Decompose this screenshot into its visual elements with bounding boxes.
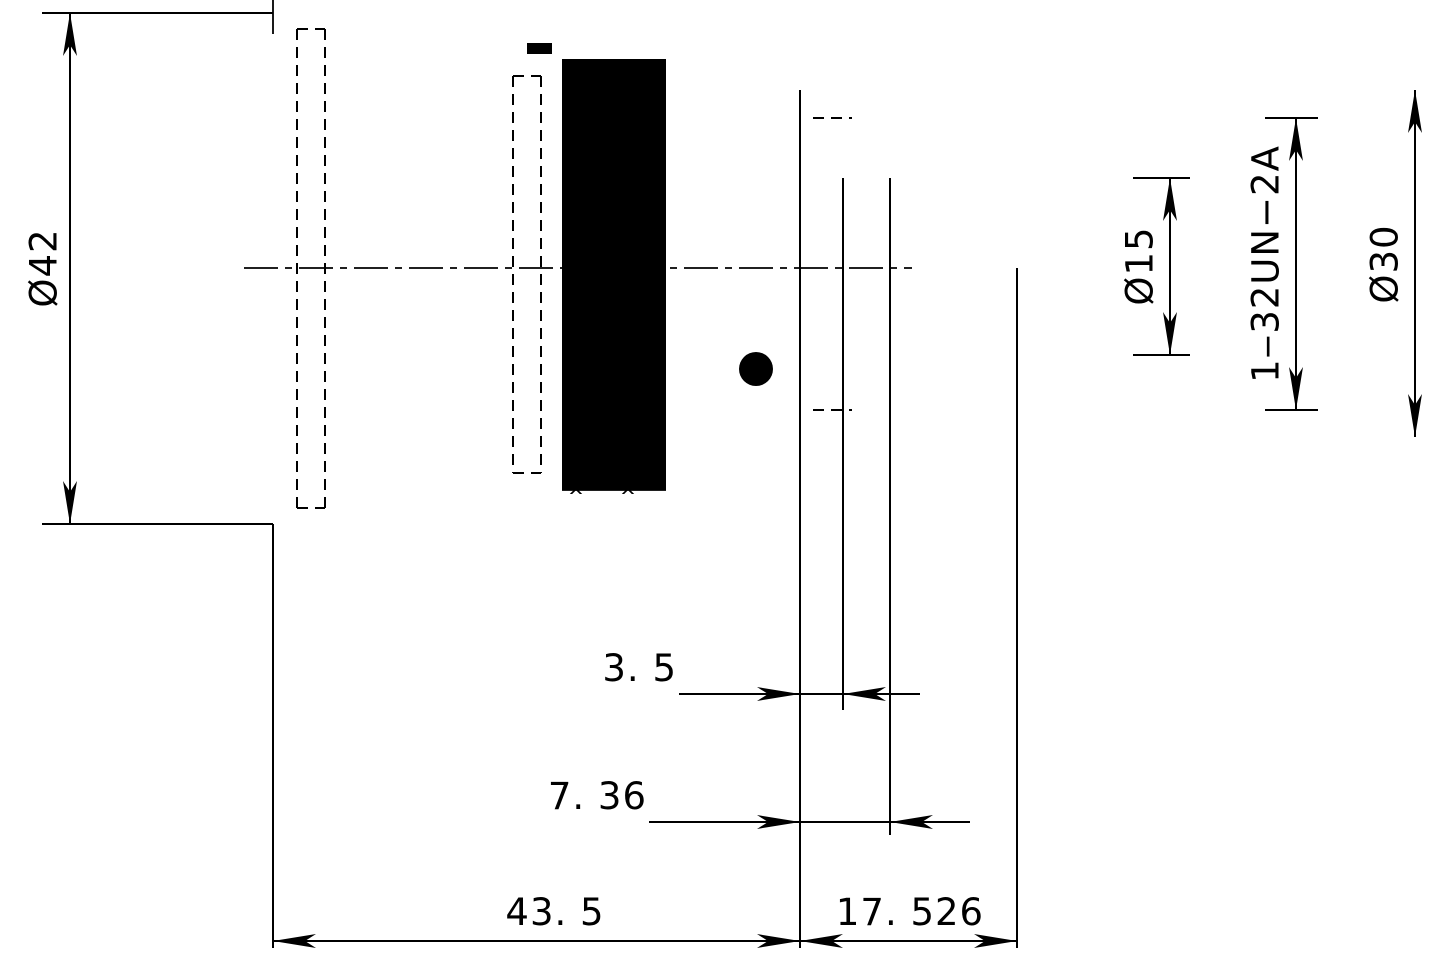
hidden-bore-mid (512, 75, 542, 474)
dimension-length-3-5: 3. 5 (602, 647, 920, 701)
slotted-screw-head-icon (739, 352, 773, 386)
slotted-set-screw-icon (527, 43, 552, 54)
part-mid-barrel (437, 155, 497, 465)
dimension-diameter-42: Ø42 (23, 13, 77, 524)
dimension-diameter-15: Ø15 (1119, 178, 1177, 355)
dimension-label-diameter-42: Ø42 (23, 228, 66, 307)
knurled-grip-band (562, 59, 666, 494)
dimension-label-diameter-30: Ø30 (1364, 224, 1407, 303)
dimension-length-7-36: 7. 36 (548, 775, 970, 829)
dimension-label-length-17-526: 17. 526 (836, 891, 984, 934)
dimension-thread-spec: 1‒32UN−2A (1245, 118, 1303, 410)
extension-lines (42, 12, 1318, 948)
dimension-label-thread-spec: 1‒32UN−2A (1245, 145, 1288, 383)
dimension-length-17-526: 17. 526 (800, 891, 1017, 948)
part-mount-flange-rings (796, 64, 813, 485)
dimension-diameter-30: Ø30 (1364, 90, 1422, 437)
part-right-shoulder (666, 59, 796, 490)
part-threaded-barrel (813, 117, 852, 411)
dimension-label-length-3-5: 3. 5 (602, 647, 677, 690)
dimension-length-43-5: 43. 5 (273, 891, 800, 948)
dimension-label-length-43-5: 43. 5 (505, 891, 604, 934)
dimension-label-diameter-15: Ø15 (1119, 226, 1162, 305)
dimension-label-length-7-36: 7. 36 (548, 775, 647, 818)
hidden-bore-left (296, 28, 326, 509)
